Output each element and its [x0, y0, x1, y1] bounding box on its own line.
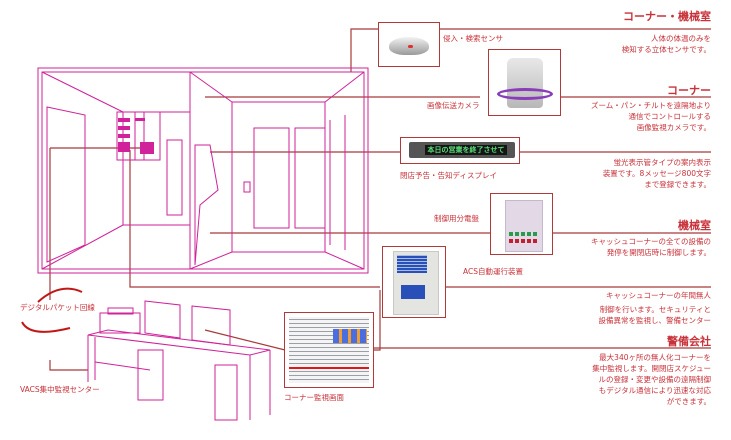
network-curve: [21, 287, 83, 333]
sensor-photo: [378, 22, 440, 67]
sensor-led-icon: [408, 45, 413, 48]
atm-keypad: [118, 118, 154, 154]
distribution-panel-icon: [505, 200, 543, 252]
panel-red-buttons-icon: [509, 239, 537, 243]
display-photo: 本日の営業を終了させて: [400, 137, 520, 164]
monitor-status-grid-icon: [333, 329, 367, 343]
monitor-alert-row-icon: [289, 367, 369, 369]
rotation-arrow-icon: [497, 88, 553, 100]
desc-acs-2: 制御を行います。セキュリティと 設備異常を監視し、警備センター: [598, 305, 712, 325]
heading-corner: コーナー: [667, 84, 711, 97]
acs-photo: [382, 246, 446, 318]
acs-lower-screen-icon: [401, 285, 425, 299]
label-network: デジタルパケット回線: [20, 303, 95, 312]
monitor-screen-icon: [289, 317, 369, 383]
led-display-text: 本日の営業を終了させて: [425, 145, 507, 155]
label-acs: ACS自動運行装置: [463, 267, 523, 276]
acs-upper-screen-icon: [397, 255, 427, 273]
ptz-camera-icon: [507, 58, 543, 108]
desc-security: 最大340ヶ所の無人化コーナーを 集中監視します。開閉店スケジュー ルの登録・変…: [592, 353, 711, 406]
desc-panel: キャッシュコーナーの全ての設備の 発停を開閉店時に制御します。: [591, 237, 711, 257]
desc-acs-1: キャッシュコーナーの年間無人: [606, 291, 711, 300]
connector-lines: [49, 28, 711, 371]
camera-photo: [488, 49, 561, 116]
label-display: 閉店予告・告知ディスプレイ: [400, 171, 497, 180]
panel-green-buttons-icon: [509, 232, 537, 236]
led-display-icon: 本日の営業を終了させて: [409, 142, 515, 158]
atm-corner-drawing: [37, 67, 369, 274]
desc-display: 蛍光表示管タイプの案内表示 装置です。8メッセージ800文字 まで登録できます。: [602, 158, 711, 189]
desc-camera: ズーム・パン・チルトを遠隔地より 通信でコントロールする 画像監視カメラです。: [591, 101, 711, 132]
label-monitoring-center: VACS集中監視センター: [20, 385, 100, 394]
label-monitor-screen: コーナー監視画面: [284, 393, 344, 402]
monitor-screen-photo: [284, 312, 374, 388]
heading-security-company: 警備会社: [667, 335, 711, 348]
heading-machine-room: 機械室: [678, 219, 711, 232]
label-camera: 画像伝送カメラ: [427, 101, 480, 110]
heading-corner-machine-room: コーナー・機械室: [623, 10, 711, 23]
monitoring-desk-drawing: [87, 300, 271, 421]
panel-photo: [490, 193, 553, 255]
label-sensor: 侵入・検索センサ: [443, 34, 503, 43]
desc-sensor: 人体の体温のみを 検知する立体センサです。: [621, 34, 711, 54]
label-panel: 制御用分電盤: [434, 214, 479, 223]
